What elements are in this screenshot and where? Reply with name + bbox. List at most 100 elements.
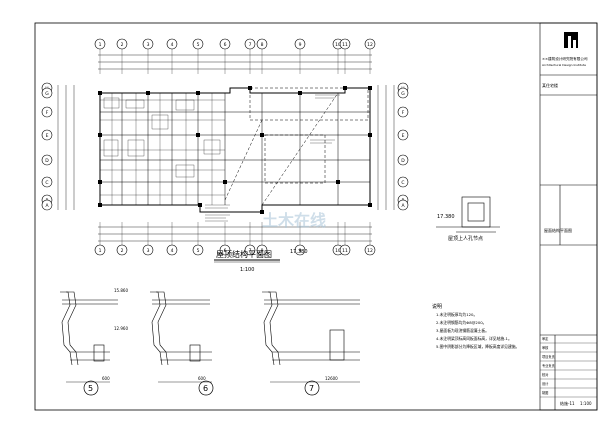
note-item: 1.未注明板厚均为120。 [436, 312, 477, 317]
axis-label: D [45, 158, 49, 164]
axis-label: 6 [224, 42, 227, 48]
roof-hatch-detail [436, 196, 500, 233]
title-block-row: 项目负责 [542, 354, 555, 359]
section-elev-low: 12.960 [114, 326, 128, 331]
axis-bubble [94, 244, 106, 256]
axis-label: 1 [99, 248, 102, 254]
section-detail-7 [262, 291, 360, 366]
left-dimension-lines [57, 85, 75, 210]
axis-bubble [94, 38, 106, 50]
section-marker-5: 5 [88, 384, 93, 393]
axis-label: G [45, 91, 49, 97]
note-item: 3.屋面板为现浇钢筋混凝土板。 [436, 328, 489, 333]
axis-bubble [41, 199, 53, 211]
title-block-row: 专业负责 [542, 363, 555, 368]
axis-bubble [256, 38, 268, 50]
bottom-dimension-lines [98, 226, 372, 242]
axis-label: 1 [99, 42, 102, 48]
section-marker-6: 6 [203, 384, 208, 393]
axis-bubble [339, 244, 351, 256]
roof-hatch-label: 屋顶上人孔节点 [448, 235, 483, 242]
axis-bubble [116, 38, 128, 50]
section-7-dim: 12600 [325, 376, 338, 381]
axis-label: 12 [367, 248, 373, 254]
section-6-dim: 600 [198, 376, 206, 381]
section-detail-6 [150, 291, 212, 366]
axis-bubble [244, 244, 256, 256]
axis-label: 5 [197, 248, 200, 254]
axis-label: 2 [121, 248, 124, 254]
company-logo [564, 32, 578, 48]
row-axis-right: HGFEDCBA [397, 82, 409, 211]
axis-label: 9 [299, 248, 302, 254]
axis-bubble [192, 38, 204, 50]
plan-beams [100, 93, 370, 205]
title-block [539, 22, 598, 411]
axis-bubble [41, 154, 53, 166]
axis-bubble [116, 244, 128, 256]
dashed-slab-regions [224, 87, 369, 206]
axis-label: 12 [367, 42, 373, 48]
axis-bubble [339, 38, 351, 50]
axis-label: 9 [299, 42, 302, 48]
note-item: 2.未注明钢筋均为Φ8@200。 [436, 320, 486, 325]
title-block-row: 制图 [542, 390, 548, 395]
company-name-en: Architectural Design Institute [542, 63, 586, 67]
axis-bubble [294, 38, 306, 50]
axis-label: 5 [197, 42, 200, 48]
axis-label: 6 [224, 248, 227, 254]
axis-bubble [397, 199, 409, 211]
axis-label: 3 [147, 42, 150, 48]
title-block-row: 审核 [542, 345, 549, 350]
axis-label: 8 [261, 42, 264, 48]
axis-bubble [364, 244, 376, 256]
axis-label: 10 [335, 248, 341, 254]
right-dimension-lines [377, 85, 395, 210]
project-name: 某住宅楼 [542, 82, 558, 88]
plan-scale: 1:100 [240, 267, 254, 273]
axis-label: A [401, 203, 405, 209]
axis-bubble [397, 154, 409, 166]
row-axis-left: HGFEDCBA [41, 82, 53, 211]
axis-bubble [397, 176, 409, 188]
note-item: 5.图中阴影部分为降板区域，降板高度详见建施。 [436, 344, 519, 349]
axis-label: D [401, 158, 405, 164]
axis-label: 2 [121, 42, 124, 48]
top-dimension-lines [98, 54, 372, 70]
axis-label: 4 [171, 42, 174, 48]
plan-columns [98, 86, 372, 214]
axis-bubble [397, 106, 409, 118]
axis-bubble [219, 38, 231, 50]
axis-label: 11 [342, 248, 348, 254]
company-name: ××建筑设计研究院有限公司 [542, 56, 588, 61]
drawing-name: 屋面结构平面图 [544, 227, 572, 233]
axis-bubble [397, 129, 409, 141]
axis-label: A [45, 203, 49, 209]
section-marker-7: 7 [309, 384, 314, 393]
axis-bubble [41, 106, 53, 118]
axis-label: C [45, 180, 48, 186]
section-markers [83, 380, 320, 396]
axis-bubble [294, 244, 306, 256]
axis-bubble [256, 244, 268, 256]
axis-label: 3 [147, 248, 150, 254]
axis-label: E [46, 133, 49, 139]
axis-label: 8 [261, 248, 264, 254]
left-detail-hatching [100, 93, 225, 205]
elevation-detail: 17.380 [437, 214, 455, 220]
notes-heading: 说明 [432, 303, 442, 310]
axis-label: 11 [342, 42, 348, 48]
axis-bubble [166, 38, 178, 50]
elevation-top: 17.380 [290, 249, 308, 255]
title-block-row: 校对 [542, 372, 549, 377]
axis-label: E [402, 133, 405, 139]
section-elev-mid: 15.860 [114, 288, 128, 293]
axis-label: G [401, 91, 405, 97]
drawing-scale: 1:100 [580, 401, 592, 406]
plan-annotations [205, 94, 340, 222]
